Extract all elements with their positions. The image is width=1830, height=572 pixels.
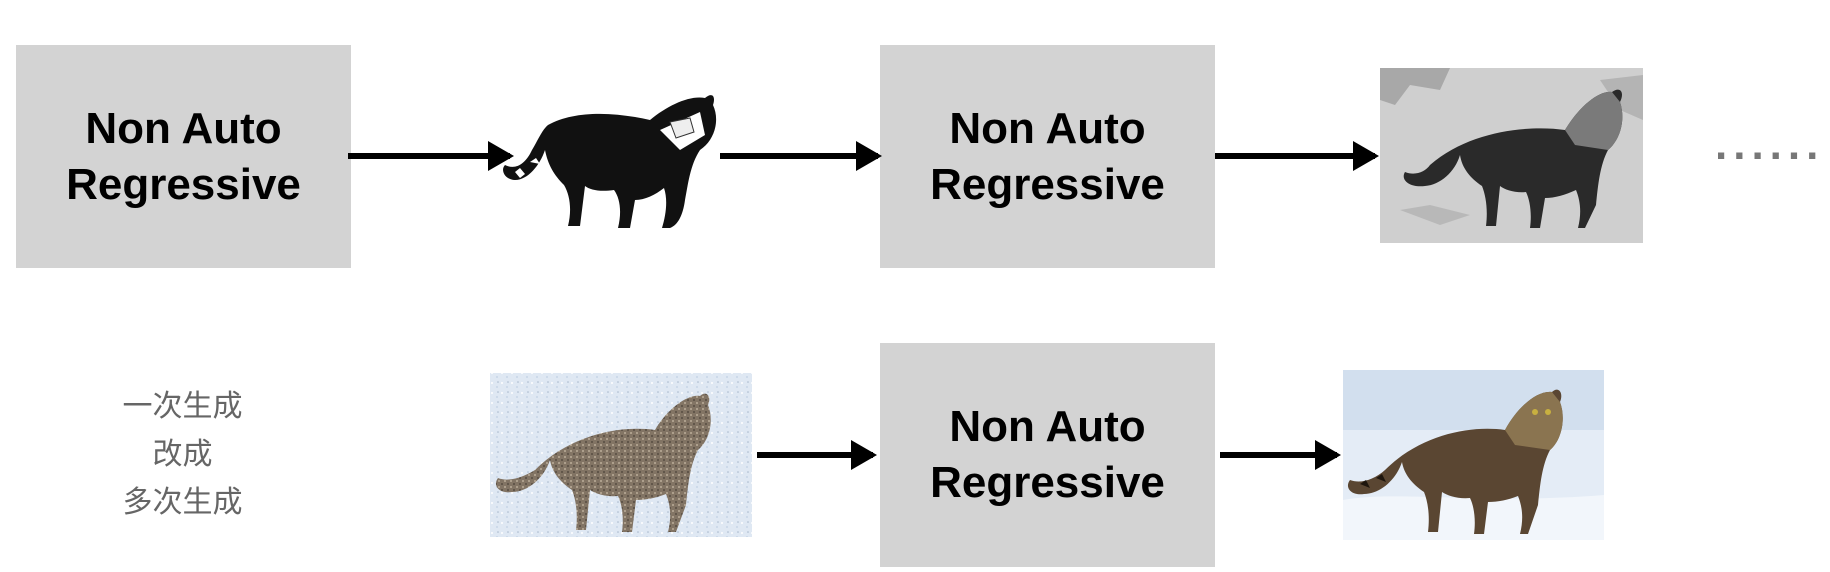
arrow-2	[720, 141, 882, 171]
nar-block-1-line2: Regressive	[66, 159, 301, 209]
cat-photo-icon	[1343, 370, 1604, 540]
arrow-4	[757, 440, 877, 470]
nar-block-3-line1: Non Auto	[949, 402, 1146, 451]
note-line-3: 多次生成	[122, 485, 243, 520]
cat-grayscale-icon	[1380, 68, 1643, 243]
nar-block-2: Non Auto Regressive	[880, 45, 1215, 268]
nar-block-2-line1: Non Auto	[949, 103, 1146, 153]
nar-block-1: Non Auto Regressive	[16, 45, 351, 268]
nar-block-2-line2: Regressive	[930, 159, 1165, 209]
note-text: 一次生成 改成 多次生成	[105, 383, 260, 527]
note-line-1: 一次生成	[122, 389, 243, 424]
nar-block-1-line1: Non Auto	[85, 103, 282, 153]
arrow-5	[1220, 440, 1341, 470]
arrow-1	[348, 141, 514, 171]
continuation-ellipsis: ......	[1715, 120, 1825, 169]
cat-silhouette-icon	[503, 95, 717, 229]
arrow-3	[1215, 141, 1379, 171]
nar-block-3: Non Auto Regressive	[880, 343, 1215, 567]
note-line-2: 改成	[152, 437, 213, 472]
cat-noisy-icon	[490, 373, 752, 537]
nar-block-3-line2: Regressive	[930, 458, 1165, 507]
